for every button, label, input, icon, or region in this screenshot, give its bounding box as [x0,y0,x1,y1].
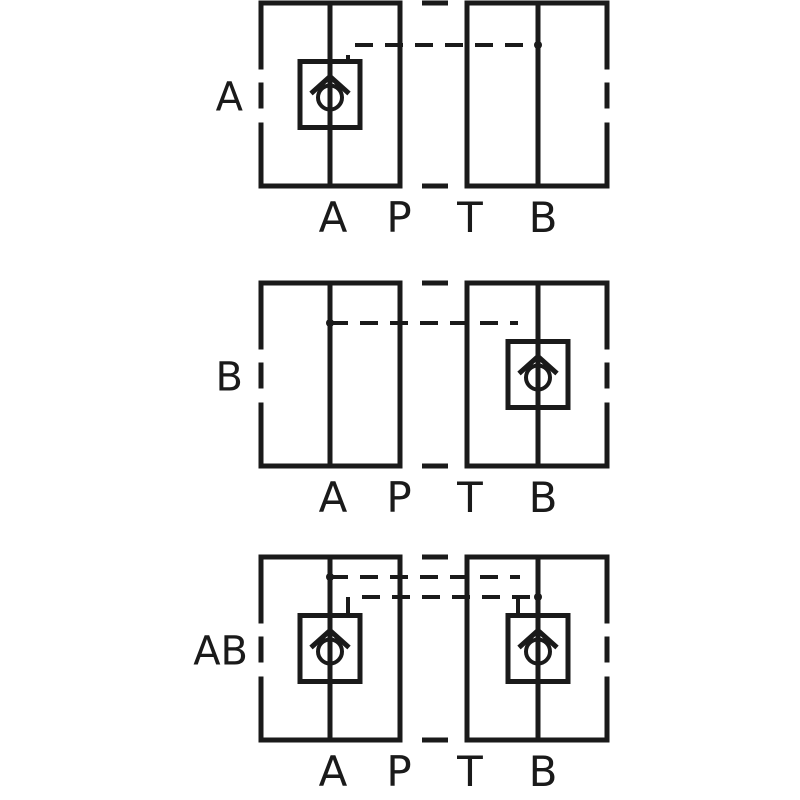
left-body-outline [258,0,403,189]
variant-label: A [216,75,244,121]
pilot-junction-dot-b [534,593,542,601]
port-label-t: T [456,193,483,242]
check-valve-ball [524,637,552,666]
port-label-a: A [319,747,348,796]
check-valve-seat [309,627,351,650]
check-valve-housing [505,613,571,684]
port-label-p: P [386,193,411,242]
port-label-a: A [319,473,348,522]
port-label-b: B [529,747,558,796]
port-label-p: P [386,747,411,796]
pilot-junction-dot [326,319,334,327]
port-label-t: T [456,473,483,522]
variant-label: B [216,355,243,401]
check-valve-a [297,59,363,130]
pilot-junction-dot [534,41,542,49]
right-body-outline [464,280,610,469]
check-valve-housing [505,339,571,410]
check-valve-a [297,613,363,684]
right-body-outline [464,0,610,189]
check-valve-housing [297,613,363,684]
check-valve-housing [297,59,363,130]
check-valve-ball [316,83,344,112]
check-valve-seat [517,353,559,376]
left-body-outline [258,280,403,469]
port-label-b: B [529,193,558,242]
check-valve-ball [316,637,344,666]
port-label-a: A [319,193,348,242]
pilot-junction-dot-a [326,573,334,581]
port-label-t: T [456,747,483,796]
check-valve-b [505,613,571,684]
port-label-p: P [386,473,411,522]
right-body-outline [464,554,610,743]
port-label-b: B [529,473,558,522]
check-valve-seat [517,627,559,650]
variant-label: AB [193,629,248,675]
check-valve-seat [309,73,351,96]
left-body-outline [258,554,403,743]
check-valve-b [505,339,571,410]
check-valve-ball [524,363,552,392]
